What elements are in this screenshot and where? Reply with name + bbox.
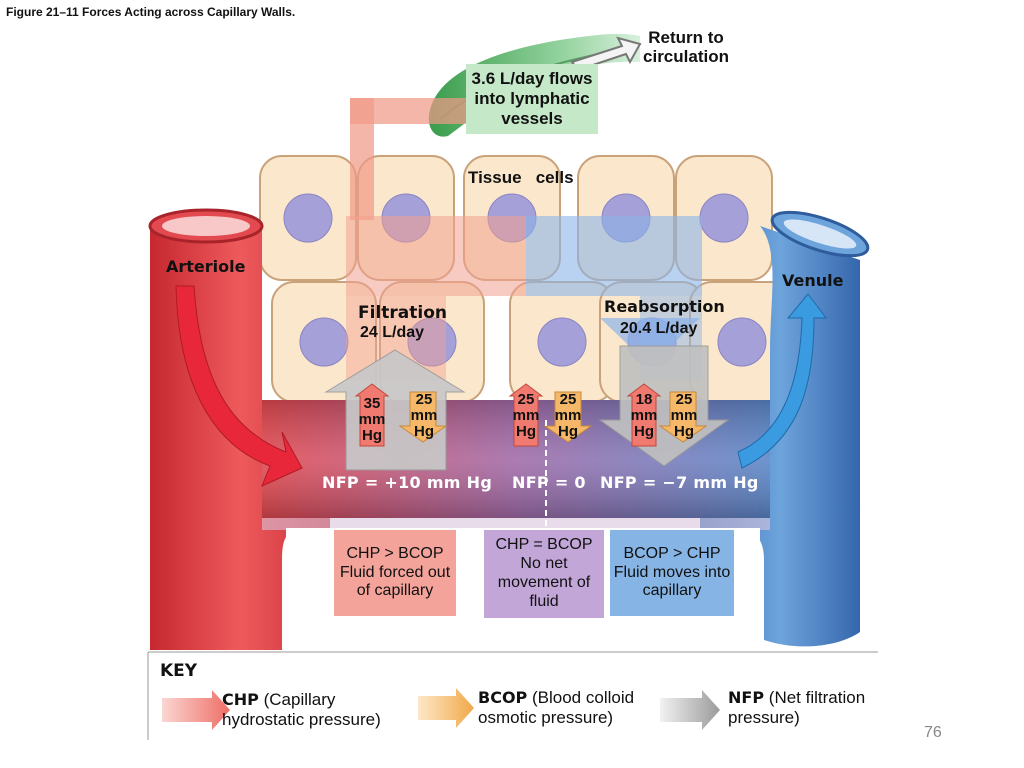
cell-nucleus — [299, 317, 349, 367]
box-middle-bg — [484, 530, 604, 618]
key-nfp-abbr: NFP — [728, 688, 765, 707]
key-bcop-desc: (Blood colloid osmotic pressure) — [478, 688, 635, 728]
filtration-flow-path — [346, 216, 526, 380]
cell-nucleus — [283, 193, 333, 243]
tissue-cells-label: Tissue cells — [468, 168, 574, 187]
nfp-middle: NFP = 0 — [512, 473, 586, 492]
chp-arrow-arterial — [354, 383, 390, 447]
bcop-arrow-arterial — [398, 391, 448, 443]
filtration-rate: 24 L/day — [360, 324, 425, 341]
reabsorption-rate: 20.4 L/day — [620, 320, 698, 337]
chp-arrow-middle — [508, 383, 544, 447]
figure-title: Figure 21–11 Forces Acting across Capill… — [6, 5, 296, 19]
lymph-flow-path — [350, 98, 470, 220]
cell-nucleus — [537, 317, 587, 367]
arteriole-label: Arteriole — [166, 257, 246, 276]
filtration-title: Filtration — [358, 303, 447, 323]
box-middle: CHP = BCOP No net movement of fluid — [495, 536, 593, 610]
nfp-arterial: NFP = +10 mm Hg — [322, 473, 493, 492]
box-arterial: CHP > BCOP Fluid forced out of capillary — [339, 544, 451, 600]
key-nfp-arrow-icon — [660, 690, 720, 730]
key-title: KEY — [160, 661, 198, 681]
key-nfp-desc: (Net filtration pressure) — [728, 688, 866, 728]
pressure-middle-chp: 25 mm Hg — [512, 391, 540, 440]
box-venous: BCOP > CHP Fluid moves into capillary — [613, 544, 731, 600]
key-chp-arrow-icon — [162, 690, 230, 730]
box-venous-bg — [610, 530, 734, 616]
venule-flow-arrow — [737, 293, 827, 469]
pressure-arterial-chp: 35 mm Hg — [358, 395, 386, 444]
box-arterial-bg — [334, 530, 456, 616]
key-chp-entry: CHP (Capillary hydrostatic pressure) — [222, 690, 412, 731]
key-nfp-entry: NFP (Net filtration pressure) — [728, 688, 888, 729]
bcop-arrow-venous — [658, 391, 708, 443]
pressure-middle-bcop: 25 mm Hg — [554, 391, 582, 440]
key-chp-abbr: CHP — [222, 690, 259, 709]
nfp-venous: NFP = −7 mm Hg — [600, 473, 759, 492]
lymph-label-bg — [466, 64, 598, 134]
chp-arrow-venous — [626, 383, 662, 447]
key-bcop-arrow-icon — [418, 688, 474, 728]
pressure-arterial-bcop: 25 mm Hg — [410, 391, 438, 440]
key-panel — [147, 651, 878, 740]
return-label: Return to circulation — [643, 28, 729, 67]
lymph-label: 3.6 L/day flows into lymphatic vessels — [471, 68, 593, 129]
cell-nucleus — [699, 193, 749, 243]
pressure-venous-bcop: 25 mm Hg — [670, 391, 698, 440]
venule-label: Venule — [782, 271, 844, 290]
bcop-arrow-middle — [543, 391, 593, 443]
cell-nucleus — [407, 317, 457, 367]
page-number: 76 — [924, 724, 942, 741]
arteriole-flow-arrow — [175, 285, 303, 487]
key-bcop-entry: BCOP (Blood colloid osmotic pressure) — [478, 688, 658, 729]
pressure-venous-chp: 18 mm Hg — [630, 391, 658, 440]
key-chp-desc: (Capillary hydrostatic pressure) — [222, 690, 381, 730]
cell-nucleus — [717, 317, 767, 367]
reabsorption-title: Reabsorption — [604, 297, 725, 316]
key-bcop-abbr: BCOP — [478, 688, 528, 707]
